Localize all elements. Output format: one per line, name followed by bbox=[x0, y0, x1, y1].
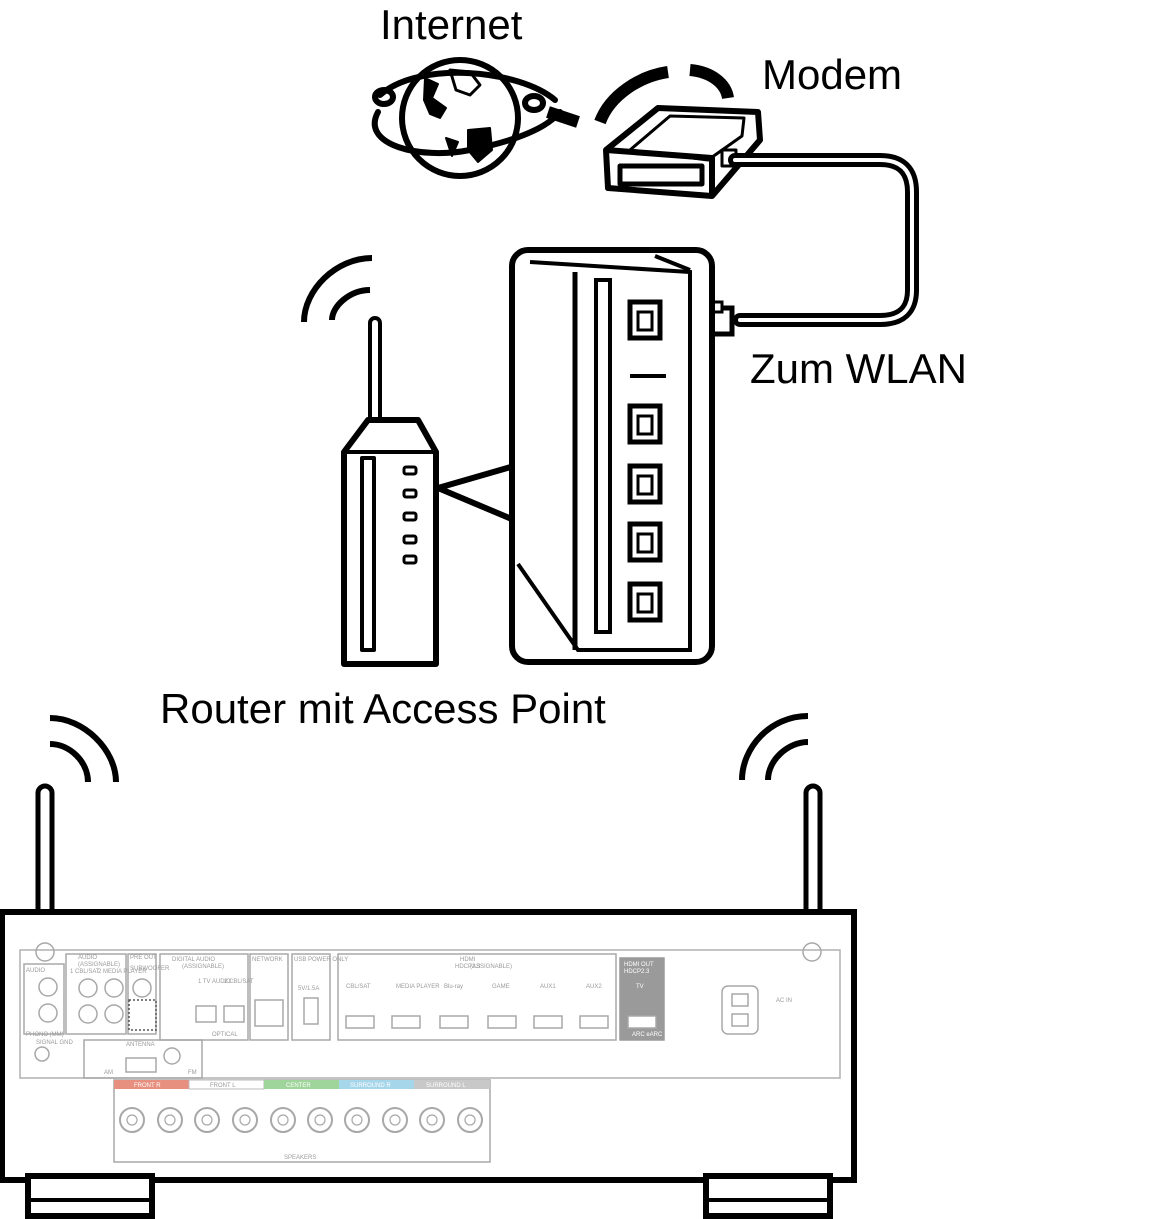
fm-label: FM bbox=[188, 1070, 197, 1076]
internet-label: Internet bbox=[380, 1, 523, 48]
router-ports-callout bbox=[509, 247, 715, 665]
hdmi-input-label: MEDIA PLAYER bbox=[396, 984, 440, 990]
network-label: NETWORK bbox=[252, 957, 283, 963]
usb-rating-label: 5V/1.5A bbox=[298, 986, 319, 992]
lan-port-icon bbox=[627, 403, 663, 445]
signal-gnd-label: SIGNAL GND bbox=[36, 1040, 73, 1046]
lan-port-icon bbox=[627, 521, 663, 563]
internet-link bbox=[546, 64, 734, 128]
phono-label: PHONO (MM) bbox=[26, 1032, 64, 1038]
audio-in-label: AUDIO bbox=[26, 968, 45, 974]
optical-label: OPTICAL bbox=[212, 1032, 238, 1038]
hdmi-in-label: HDMI bbox=[460, 957, 476, 963]
speaker-label: CENTER bbox=[286, 1083, 311, 1089]
hdcp-label: HDCP2.3 bbox=[455, 964, 481, 970]
pre-out-label: PRE OUT bbox=[130, 955, 157, 961]
hdmi-port-icon bbox=[345, 1015, 609, 1029]
assignable-audio-sub: (ASSIGNABLE) bbox=[78, 962, 120, 968]
digital-audio-sub: (ASSIGNABLE) bbox=[182, 964, 224, 970]
hdmi-out-label: HDMI OUT bbox=[624, 962, 654, 968]
tv-audio-label: 1 TV AUDIO bbox=[198, 979, 231, 985]
hdmi-input-label: GAME bbox=[492, 984, 510, 990]
speaker-label: FRONT L bbox=[210, 1083, 236, 1089]
router-label: Router mit Access Point bbox=[160, 685, 606, 732]
ac-in-label: AC IN bbox=[776, 998, 792, 1004]
receiver-chassis bbox=[0, 909, 857, 1219]
antenna-label: ANTENNA bbox=[126, 1042, 155, 1048]
wlan-label: Zum WLAN bbox=[750, 345, 968, 392]
hdmi-input-label: Blu-ray bbox=[444, 984, 463, 990]
router-wifi-icon bbox=[301, 255, 373, 323]
cbl-sat2-label: 2 CBL/SAT bbox=[224, 979, 254, 985]
speaker-label: SURROUND L bbox=[426, 1083, 466, 1089]
speakers-label: SPEAKERS bbox=[284, 1155, 316, 1161]
wan-port-icon bbox=[627, 299, 663, 341]
assignable-audio-label: AUDIO bbox=[78, 955, 97, 961]
lan-port-icon bbox=[627, 463, 663, 505]
hdmi-input-label: AUX1 bbox=[540, 984, 556, 990]
arc-label: ARC eARC bbox=[632, 1032, 663, 1038]
media-player-label: 2 MEDIA PLAYER bbox=[98, 969, 147, 975]
digital-audio-label: DIGITAL AUDIO bbox=[172, 957, 215, 963]
hdmi-input-label: CBL/SAT bbox=[346, 984, 371, 990]
speaker-label: SURROUND R bbox=[350, 1083, 391, 1089]
modem-label: Modem bbox=[762, 51, 903, 98]
router-icon bbox=[341, 316, 517, 667]
globe-icon bbox=[371, 57, 563, 179]
speaker-terminals bbox=[114, 1079, 490, 1133]
hdmi-input-label: AUX2 bbox=[586, 984, 602, 990]
cbl-sat-label: 1 CBL/SAT bbox=[70, 969, 100, 975]
usb-label: USB POWER ONLY bbox=[294, 957, 348, 963]
modem-icon bbox=[603, 105, 763, 199]
rear-panel-labels: AUDIO PHONO (MM) SIGNAL GND AUDIO (ASSIG… bbox=[26, 955, 792, 1161]
subwoofer-label: SUBWOOFER bbox=[130, 966, 170, 972]
speaker-label: FRONT R bbox=[134, 1083, 161, 1089]
lan-port-icon bbox=[627, 581, 663, 623]
am-label: AM bbox=[104, 1070, 113, 1076]
hdmi-out-hdcp-label: HDCP2.3 bbox=[624, 969, 650, 975]
receiver-wifi-icon bbox=[49, 713, 809, 783]
tv-label: TV bbox=[636, 984, 644, 990]
hdmi-sub-label: (ASSIGNABLE) bbox=[470, 964, 512, 970]
